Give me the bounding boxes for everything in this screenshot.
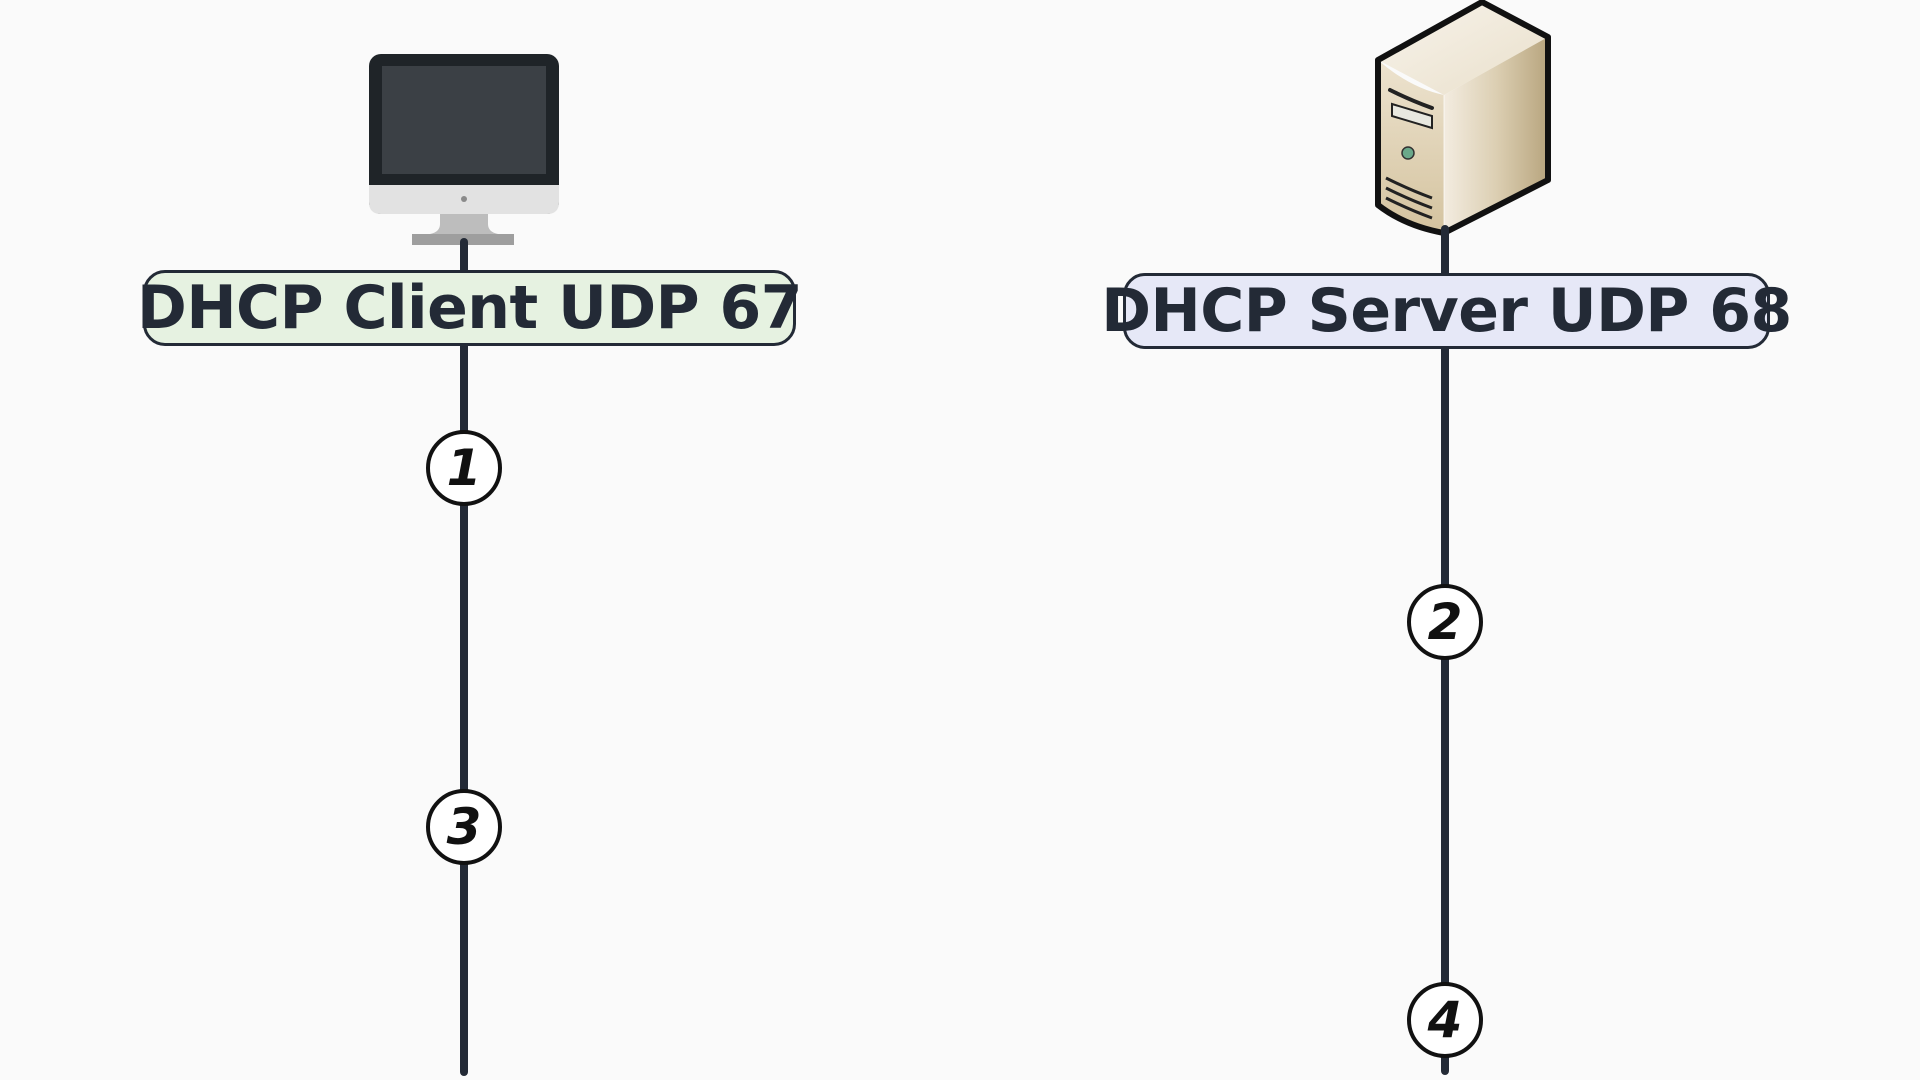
- client-label-text: DHCP Client UDP 67: [137, 273, 802, 343]
- client-label: DHCP Client UDP 67: [137, 270, 802, 346]
- step-marker-2: 2: [1407, 584, 1483, 660]
- client-lifeline: [460, 238, 468, 1076]
- desktop-computer-icon: [369, 54, 559, 245]
- server-label: DHCP Server UDP 68: [1101, 273, 1792, 349]
- server-label-text: DHCP Server UDP 68: [1101, 276, 1792, 346]
- step-marker-4: 4: [1407, 982, 1483, 1058]
- server-tower-icon: [1375, 0, 1551, 236]
- step-number: 3: [446, 798, 482, 856]
- step-marker-1: 1: [426, 430, 502, 506]
- step-number: 4: [1427, 991, 1463, 1049]
- step-marker-3: 3: [426, 789, 502, 865]
- step-number: 2: [1427, 593, 1463, 651]
- step-number: 1: [446, 439, 482, 497]
